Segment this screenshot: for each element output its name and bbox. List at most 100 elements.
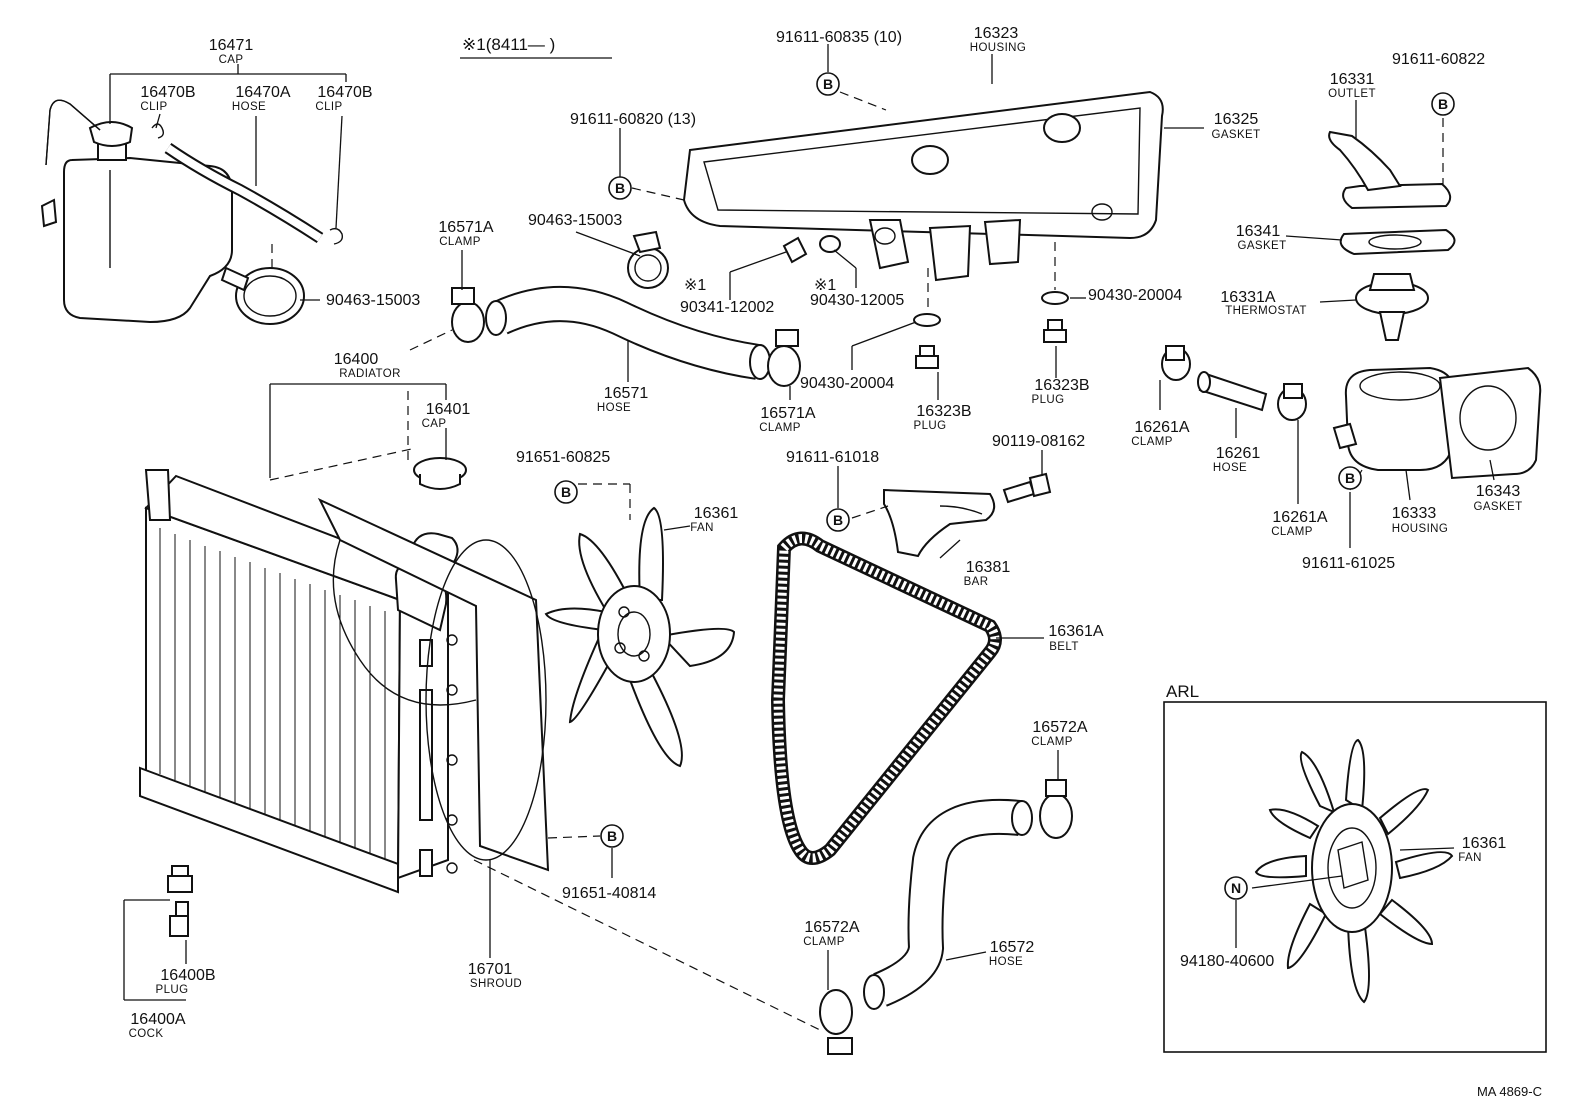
svg-text:91651-60825: 91651-60825 bbox=[516, 449, 610, 466]
callout-16333: 16333 HOUSING bbox=[1392, 505, 1448, 535]
callout-90430-20004-right: 90430-20004 bbox=[1088, 287, 1182, 304]
callout-91651-60825: 91651-60825 bbox=[516, 449, 610, 466]
callout-91651-40814: 91651-40814 bbox=[562, 885, 656, 902]
callout-16323: 16323 HOUSING bbox=[970, 25, 1026, 54]
svg-text:HOUSING: HOUSING bbox=[1392, 523, 1448, 535]
band-clamp-center bbox=[627, 230, 669, 289]
svg-text:BAR: BAR bbox=[964, 576, 989, 588]
gasket-16341 bbox=[1339, 228, 1456, 256]
svg-text:16471: 16471 bbox=[209, 37, 254, 54]
callout-16331: 16331 OUTLET bbox=[1328, 71, 1376, 100]
callout-16470b-left: 16470B CLIP bbox=[140, 84, 195, 113]
thermostat-housing-16333 bbox=[1332, 366, 1456, 471]
bubble-b-61025: B bbox=[1338, 466, 1362, 490]
svg-text:16261A: 16261A bbox=[1134, 419, 1189, 436]
bubble-b-60825: B bbox=[554, 480, 578, 504]
svg-text:16331A: 16331A bbox=[1220, 289, 1275, 306]
callout-16341: 16341 GASKET bbox=[1236, 223, 1286, 252]
svg-text:16572A: 16572A bbox=[804, 919, 859, 936]
svg-text:16341: 16341 bbox=[1236, 223, 1281, 240]
svg-text:16571A: 16571A bbox=[760, 405, 815, 422]
plug-washer-set-a bbox=[913, 313, 941, 369]
bubble-n-40600: N bbox=[1224, 876, 1248, 900]
svg-text:91611-61025: 91611-61025 bbox=[1302, 555, 1395, 572]
svg-text:CAP: CAP bbox=[219, 54, 244, 66]
svg-text:90430-12005: 90430-12005 bbox=[810, 292, 904, 309]
gasket-16343 bbox=[1438, 366, 1542, 480]
callout-16400a: 16400A COCK bbox=[129, 1011, 186, 1040]
callout-16361a: 16361A BELT bbox=[1048, 623, 1103, 653]
svg-text:SHROUD: SHROUD bbox=[470, 978, 522, 990]
arl-fan bbox=[1254, 738, 1454, 1004]
svg-text:90430-20004: 90430-20004 bbox=[1088, 287, 1182, 304]
upper-hose bbox=[485, 286, 771, 380]
reservoir-hose bbox=[151, 123, 344, 245]
callout-16323b-right: 16323B PLUG bbox=[1032, 377, 1090, 406]
svg-text:90430-20004: 90430-20004 bbox=[800, 375, 894, 392]
callout-marker-1b: ※1 bbox=[814, 277, 836, 294]
band-clamp-tank bbox=[220, 266, 305, 325]
callout-16470a: 16470A HOSE bbox=[232, 84, 291, 113]
callout-90119: 90119-08162 bbox=[992, 433, 1085, 450]
svg-text:16333: 16333 bbox=[1392, 505, 1437, 522]
svg-text:GASKET: GASKET bbox=[1473, 501, 1522, 513]
svg-text:16331: 16331 bbox=[1330, 71, 1375, 88]
callout-91611-60835: 91611-60835 (10) bbox=[776, 29, 902, 46]
svg-text:16361: 16361 bbox=[1462, 835, 1507, 852]
hose-clamp-16261a-left bbox=[1161, 345, 1191, 381]
svg-text:16572A: 16572A bbox=[1032, 719, 1087, 736]
svg-text:HOSE: HOSE bbox=[232, 101, 266, 113]
callout-16331a: 16331A THERMOSTAT bbox=[1220, 289, 1306, 317]
adjusting-bar bbox=[883, 488, 996, 558]
header-note: ※1(8411— ) bbox=[460, 35, 612, 59]
svg-text:FAN: FAN bbox=[690, 522, 714, 534]
svg-text:HOSE: HOSE bbox=[597, 402, 631, 414]
bubble-b-61018: B bbox=[826, 508, 850, 532]
svg-text:CLIP: CLIP bbox=[140, 101, 167, 113]
svg-text:16400: 16400 bbox=[334, 351, 379, 368]
bubble-b-40814: B bbox=[600, 824, 624, 848]
hose-clamp-upper-right bbox=[767, 329, 801, 387]
hose-clamp-16261a-right bbox=[1277, 383, 1307, 421]
svg-text:16470B: 16470B bbox=[140, 84, 195, 101]
svg-text:90463-15003: 90463-15003 bbox=[326, 292, 420, 309]
svg-text:91611-60835 (10): 91611-60835 (10) bbox=[776, 29, 902, 46]
svg-text:16361A: 16361A bbox=[1048, 623, 1103, 640]
svg-text:16323B: 16323B bbox=[916, 403, 971, 420]
bar-bolt bbox=[1002, 472, 1052, 504]
cooling-fan bbox=[544, 506, 736, 768]
callout-marker-1a: ※1 bbox=[684, 277, 706, 294]
svg-text:CLAMP: CLAMP bbox=[1131, 436, 1173, 448]
v-belt bbox=[770, 531, 1002, 865]
svg-text:RADIATOR: RADIATOR bbox=[339, 368, 401, 380]
callout-16572a-top: 16572A CLAMP bbox=[1031, 719, 1088, 748]
callout-94180: 94180-40600 bbox=[1180, 953, 1274, 970]
svg-text:16470A: 16470A bbox=[235, 84, 290, 101]
svg-text:B: B bbox=[561, 484, 571, 500]
svg-text:OUTLET: OUTLET bbox=[1328, 88, 1376, 100]
callout-90341: 90341-12002 bbox=[680, 299, 774, 316]
callout-91611-61018: 91611-61018 bbox=[786, 449, 879, 466]
callout-16261a-right: 16261A CLAMP bbox=[1271, 509, 1328, 538]
leader-lines bbox=[109, 44, 1495, 1001]
svg-text:CLIP: CLIP bbox=[315, 101, 342, 113]
svg-text:91651-40814: 91651-40814 bbox=[562, 885, 656, 902]
drain-cock bbox=[167, 865, 193, 937]
svg-text:PLUG: PLUG bbox=[914, 420, 947, 432]
callout-90463-center: 90463-15003 bbox=[528, 212, 622, 229]
svg-text:※1: ※1 bbox=[684, 277, 706, 294]
callout-16361-arl: 16361 FAN bbox=[1458, 835, 1506, 864]
svg-text:THERMOSTAT: THERMOSTAT bbox=[1225, 305, 1307, 317]
callout-16571: 16571 HOSE bbox=[597, 385, 648, 414]
radiator-core-fins bbox=[159, 528, 386, 863]
svg-text:B: B bbox=[823, 76, 833, 92]
callout-16571a-right: 16571A CLAMP bbox=[759, 405, 816, 434]
bypass-hose-16261 bbox=[1197, 371, 1268, 412]
svg-text:CLAMP: CLAMP bbox=[439, 236, 481, 248]
svg-text:CAP: CAP bbox=[422, 418, 447, 430]
svg-text:16571A: 16571A bbox=[438, 219, 493, 236]
bubble-b-60822: B bbox=[1431, 92, 1455, 116]
svg-text:16571: 16571 bbox=[604, 385, 649, 402]
callout-90430-12005: 90430-12005 bbox=[810, 292, 904, 309]
svg-text:GASKET: GASKET bbox=[1237, 240, 1286, 252]
